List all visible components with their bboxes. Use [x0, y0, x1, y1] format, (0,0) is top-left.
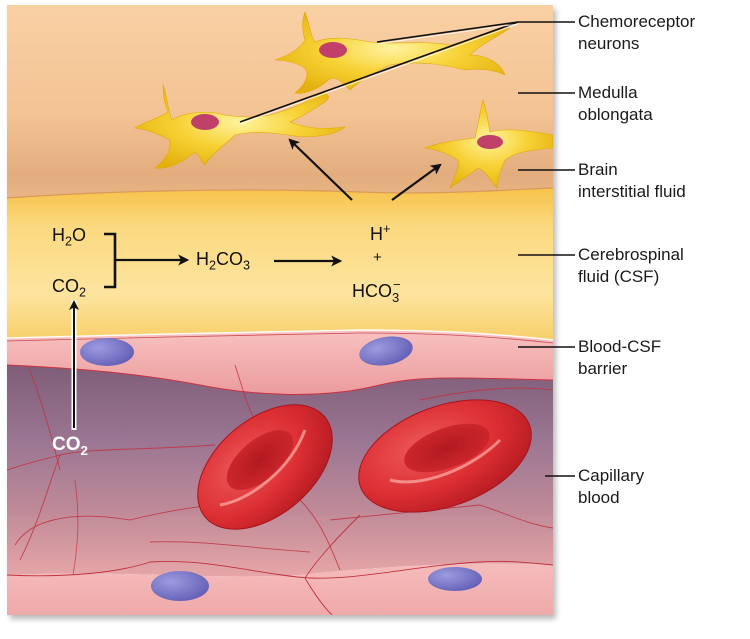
label-line: blood [578, 488, 620, 507]
bicarbonate-base: HCO [352, 281, 392, 301]
label-line: oblongata [578, 105, 653, 124]
co2-blood-base: CO [52, 434, 81, 455]
water-base: H [52, 225, 65, 245]
endothelium-border [304, 514, 361, 579]
hydrogen-ion-base: H [370, 224, 383, 244]
carbonic-acid-subscript2: 3 [243, 258, 251, 273]
chemoreceptor-neuron [134, 84, 347, 169]
leader-lines [239, 21, 575, 477]
reaction-bracket [104, 232, 117, 289]
endothelial-nucleus [80, 338, 134, 366]
label-line: Medulla [578, 83, 638, 102]
csf-top-boundary [7, 187, 553, 199]
co2-csf-base: CO [52, 276, 79, 296]
hydrogen-ion-formula: H+ [370, 222, 391, 244]
bicarbonate-formula: HCO3− [352, 278, 401, 304]
endothelial-nucleus [359, 336, 413, 366]
endothelium-border [304, 577, 333, 615]
barrier-region [7, 330, 553, 395]
medulla-region [7, 5, 553, 205]
csf-region [7, 188, 553, 340]
water-subscript: 2 [65, 234, 73, 249]
endothelial-borders [7, 364, 553, 571]
carbonic-acid-mid: CO [216, 249, 244, 269]
endothelium-bottom [7, 563, 553, 615]
co2-csf-subscript: 2 [79, 285, 87, 300]
co2-csf-formula: CO2 [52, 276, 86, 299]
label-line: neurons [578, 34, 640, 53]
label-line: Capillary [578, 466, 645, 485]
water-formula: H2O [52, 225, 87, 248]
arrow-to-neuron [288, 138, 353, 201]
co2-blood-formula: CO2 [52, 434, 88, 457]
leader-chemoreceptor-branch [376, 21, 519, 43]
red-blood-cell [197, 404, 333, 530]
label-line: fluid (CSF) [578, 267, 660, 286]
barrier-highlight [7, 329, 553, 341]
leader-chemoreceptor-branch [239, 21, 519, 123]
endothelial-nucleus [428, 567, 482, 591]
label-medulla-oblongata: Medulla oblongata [578, 82, 653, 126]
endothelium-border [72, 479, 79, 576]
co2-blood-subscript: 2 [80, 442, 88, 458]
red-blood-cell [358, 399, 532, 513]
water-rest: O [72, 225, 87, 245]
hydrogen-ion-charge: + [383, 222, 391, 236]
label-cerebrospinal-fluid: Cerebrospinal fluid (CSF) [578, 244, 684, 288]
label-blood-csf-barrier: Blood-CSF barrier [578, 336, 661, 380]
leader-highlights [239, 23, 519, 125]
endothelium-border [7, 560, 553, 579]
carbonic-acid-subscript: 2 [209, 258, 217, 273]
carbonic-acid-base: H [196, 249, 209, 269]
label-line: interstitial fluid [578, 182, 686, 201]
label-line: Blood-CSF [578, 337, 662, 356]
plus-sign: + [373, 249, 382, 266]
label-line: Cerebrospinal [578, 245, 684, 264]
carbonic-acid-formula: H2CO3 [196, 249, 250, 272]
label-line: Chemoreceptor [578, 12, 696, 31]
chemoreceptor-neuron [423, 98, 553, 189]
bicarbonate-subscript: 3 [392, 290, 400, 305]
label-line: barrier [578, 359, 628, 378]
label-line: Brain [578, 160, 618, 179]
endothelial-nucleus [151, 571, 209, 601]
arrow-to-neuron [391, 163, 442, 201]
capillary-boundary [7, 364, 553, 395]
chemoreceptor-neuron [274, 11, 511, 94]
bicarbonate-ion-stack: 3− [392, 278, 401, 304]
bicarbonate-charge: − [393, 277, 401, 292]
label-chemoreceptor-neurons: Chemoreceptor neurons [578, 11, 695, 55]
label-capillary-blood: Capillary blood [578, 465, 644, 509]
label-brain-interstitial-fluid: Brain interstitial fluid [578, 159, 686, 203]
